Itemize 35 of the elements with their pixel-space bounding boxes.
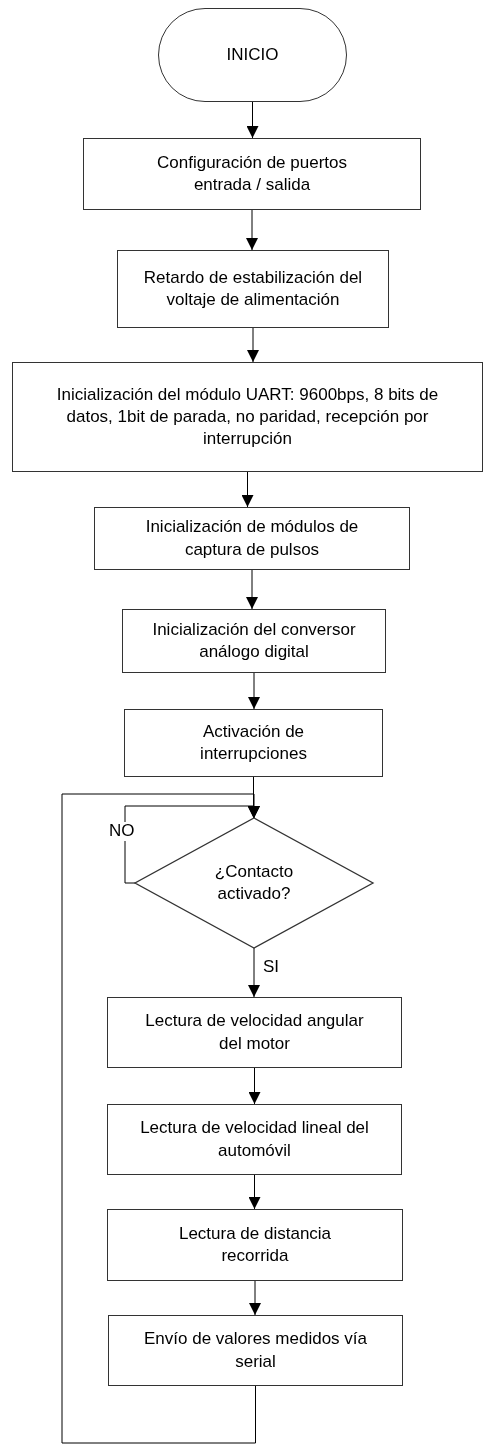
node-text: Retardo de estabilización del voltaje de alimentación <box>143 266 363 311</box>
process-box <box>94 507 410 570</box>
process-box <box>108 1315 403 1386</box>
arrow <box>246 101 259 139</box>
arrow <box>61 793 260 1444</box>
arrow <box>246 569 258 610</box>
process-box <box>122 609 386 673</box>
node-text: Inicialización del módulo UART: 9600bps, 8 bits de datos, 1bit de parada, no paridad, recepción por interrupción <box>55 383 440 451</box>
node-text: Activación de interrupciones <box>199 720 308 765</box>
arrow <box>246 209 258 251</box>
process-box <box>107 1209 403 1281</box>
node-text: Lectura de distancia recorrida <box>177 1222 333 1267</box>
process-box <box>117 250 389 328</box>
process-box <box>107 997 402 1068</box>
decision-diamond <box>135 818 373 948</box>
arrow <box>248 947 260 998</box>
node-text: Inicialización del conversor análogo digital <box>151 618 357 663</box>
arrow <box>249 1280 261 1316</box>
node-text: Configuración de puertos entrada / salida <box>156 151 348 196</box>
arrow <box>248 672 260 710</box>
node-text: ¿Contacto activado? <box>213 860 295 905</box>
node-text: Lectura de velocidad lineal del automóvil <box>139 1117 370 1162</box>
arrow <box>248 1067 261 1105</box>
process-box <box>107 1104 402 1175</box>
process-box <box>83 138 421 210</box>
node-text: Inicialización de módulos de captura de pulsos <box>144 516 360 561</box>
process-box <box>12 362 483 472</box>
process-box <box>124 709 383 777</box>
arrow <box>241 471 254 508</box>
edge-label: NO <box>108 822 136 841</box>
node-text: Envío de valores medidos vía serial <box>143 1328 368 1373</box>
node-text: INICIO <box>226 43 279 66</box>
node-text: Lectura de velocidad angular del motor <box>144 1010 365 1055</box>
arrow <box>247 327 259 363</box>
arrow <box>248 1174 261 1210</box>
